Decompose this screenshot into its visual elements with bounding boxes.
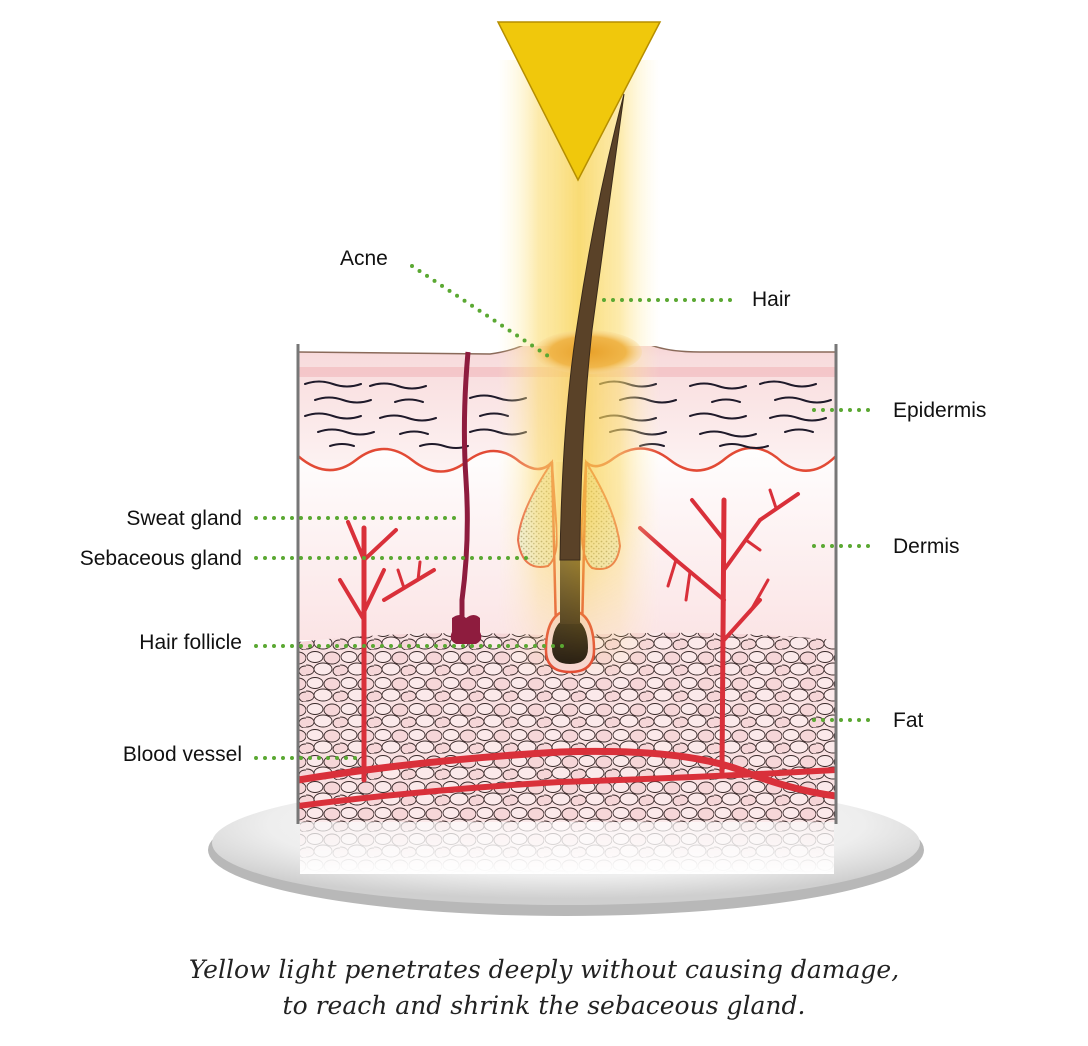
blood-vessel-network	[298, 488, 836, 809]
label-dermis: Dermis	[893, 535, 960, 558]
caption-line-2: to reach and shrink the sebaceous gland.	[282, 991, 806, 1020]
leader-lines	[254, 264, 878, 760]
label-hair: Hair	[752, 288, 791, 311]
label-fat: Fat	[893, 709, 924, 732]
label-blood-vessel: Blood vessel	[123, 743, 242, 766]
block-frame	[296, 344, 838, 824]
label-sweat-gland: Sweat gland	[126, 507, 242, 530]
label-sebaceous-gland: Sebaceous gland	[80, 547, 242, 570]
diagram-caption: Yellow light penetrates deeply without c…	[0, 952, 1088, 1024]
label-hair-follicle: Hair follicle	[139, 631, 242, 654]
caption-line-1: Yellow light penetrates deeply without c…	[188, 955, 900, 984]
label-epidermis: Epidermis	[893, 399, 986, 422]
sweat-gland	[450, 351, 482, 644]
hair-shaft	[559, 93, 625, 561]
label-acne: Acne	[340, 247, 388, 270]
